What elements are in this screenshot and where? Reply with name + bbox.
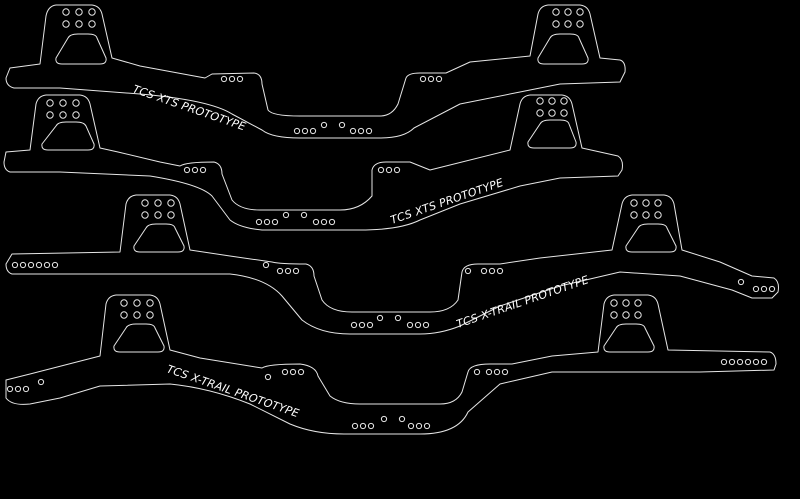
rail-1-cutout-tower-left: [55, 33, 107, 65]
frame-rail-4: TCS X-TRAIL PROTOTYPE: [5, 294, 777, 435]
rail-1-label: TCS XTS PROTOTYPE: [131, 83, 247, 134]
rail-2-cutout-tower-right: [527, 119, 577, 149]
rail-2-label: TCS XTS PROTOTYPE: [389, 176, 505, 227]
rail-1-outline: [5, 4, 626, 139]
rail-2-holes: [46, 97, 568, 226]
rail-4-cutout-tower-left: [113, 323, 165, 353]
rail-4-outline: [5, 294, 777, 435]
rail-3-holes: [11, 199, 776, 329]
frame-rail-2: TCS XTS PROTOTYPE: [3, 94, 623, 231]
rail-3-outline: [5, 194, 779, 335]
rail-4-cutout-tower-right: [603, 323, 655, 353]
rail-1-cutout-tower-right: [537, 33, 589, 65]
rail-1-holes: [62, 8, 584, 135]
rail-3-cutout-tower-left: [133, 223, 185, 253]
rail-2-outline: [3, 94, 623, 231]
rail-3-label: TCS X-TRAIL PROTOTYPE: [455, 273, 591, 331]
frame-rail-1: TCS XTS PROTOTYPE: [5, 4, 626, 139]
rail-3-cutout-tower-right: [625, 223, 677, 253]
rail-2-cutout-tower-left: [41, 121, 95, 151]
rail-4-holes: [6, 299, 768, 430]
rail-4-label: TCS X-TRAIL PROTOTYPE: [165, 363, 301, 421]
